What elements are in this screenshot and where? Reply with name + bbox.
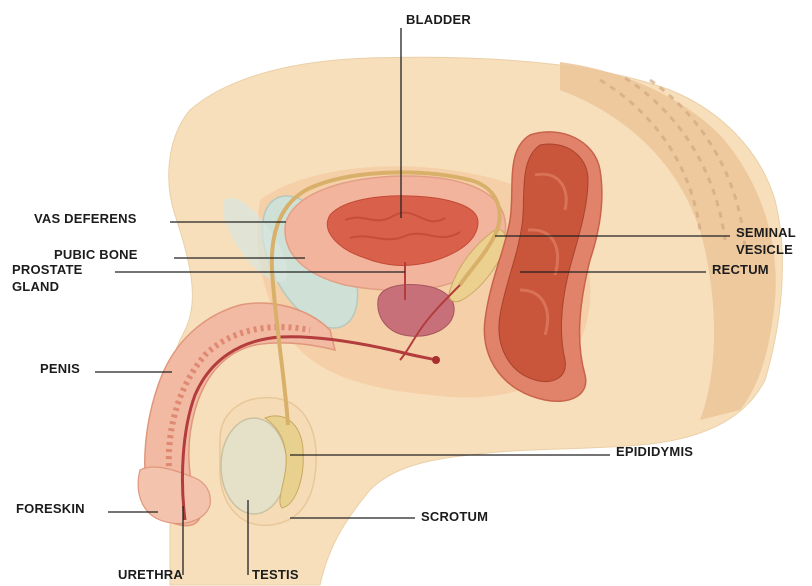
label-prostate-gland-line2: GLAND (12, 279, 59, 295)
label-seminal-vesicle-line2: VESICLE (736, 242, 793, 258)
label-foreskin: FORESKIN (16, 501, 85, 517)
label-urethra: URETHRA (118, 567, 183, 583)
label-rectum: RECTUM (712, 262, 769, 278)
testis (221, 418, 287, 514)
label-penis: PENIS (40, 361, 80, 377)
prostate-gland (378, 285, 454, 337)
urethra-end (432, 356, 440, 364)
label-scrotum: SCROTUM (421, 509, 488, 525)
label-pubic-bone: PUBIC BONE (54, 247, 138, 263)
label-bladder: BLADDER (406, 12, 471, 28)
label-testis: TESTIS (252, 567, 299, 583)
label-vas-deferens: VAS DEFERENS (34, 211, 137, 227)
label-prostate-gland-line1: PROSTATE (12, 262, 82, 278)
label-seminal-vesicle-line1: SEMINAL (736, 225, 796, 241)
label-epididymis: EPIDIDYMIS (616, 444, 693, 460)
